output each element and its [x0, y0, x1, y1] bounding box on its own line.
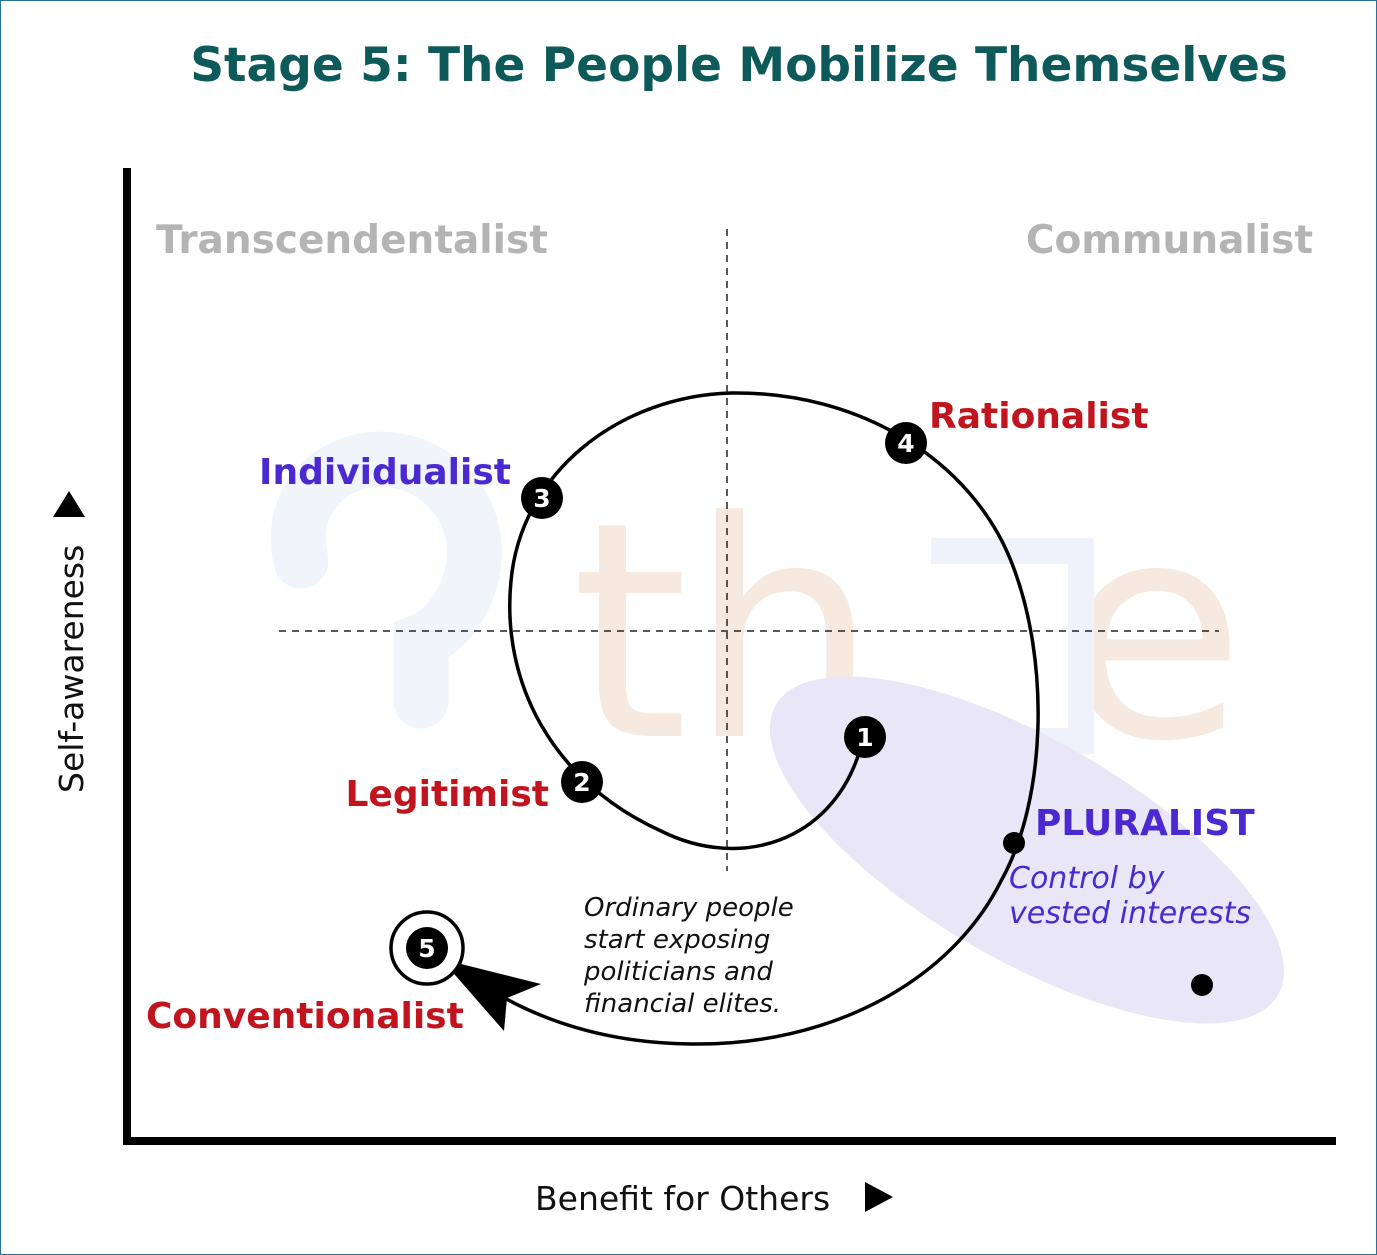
annotation-line-4: financial elites. — [584, 989, 781, 1019]
stage-3-label: Individualist — [259, 452, 511, 493]
pluralist-dot — [1003, 832, 1025, 854]
pluralist-region — [769, 676, 1285, 1024]
stage-4-number: 4 — [897, 429, 914, 458]
arrow-head — [441, 959, 541, 1031]
stage-2-number: 2 — [573, 768, 590, 797]
vested-interest-dot — [1191, 974, 1213, 996]
annotation-line-2: start exposing — [584, 925, 770, 955]
y-axis-label: Self-awareness — [52, 545, 91, 793]
x-axis-label: Benefit for Others — [535, 1179, 830, 1218]
stage-1-marker: 1 — [844, 716, 886, 758]
stage-3-marker: 3 — [521, 477, 563, 519]
quadrant-label-top-left: Transcendentalist — [156, 218, 548, 263]
pluralist-desc-line-1: Control by — [1009, 861, 1166, 896]
stage-2-label: Legitimist — [345, 774, 549, 815]
quadrant-label-top-right: Communalist — [1026, 218, 1313, 263]
stage-4-label: Rationalist — [929, 396, 1149, 437]
stage-5-marker: 5 — [389, 910, 465, 986]
annotation-line-1: Ordinary people — [584, 893, 794, 923]
annotation: Ordinary people start exposing politicia… — [583, 893, 794, 1019]
watermark: th e — [271, 431, 1246, 807]
pluralist-label: PLURALIST — [1035, 803, 1255, 844]
stage-5-number: 5 — [418, 934, 435, 963]
annotation-line-3: politicians and — [583, 957, 773, 987]
stage-1-number: 1 — [856, 723, 873, 752]
stage-2-marker: 2 — [561, 761, 603, 803]
y-axis-arrow-icon — [53, 491, 85, 517]
pluralist-desc-line-2: vested interests — [1009, 896, 1251, 931]
stage-4-marker: 4 — [885, 422, 927, 464]
x-axis-arrow-icon — [865, 1182, 893, 1212]
stage-5-label: Conventionalist — [146, 996, 464, 1037]
page-title: Stage 5: The People Mobilize Themselves — [190, 38, 1288, 93]
stage-3-number: 3 — [533, 484, 550, 513]
